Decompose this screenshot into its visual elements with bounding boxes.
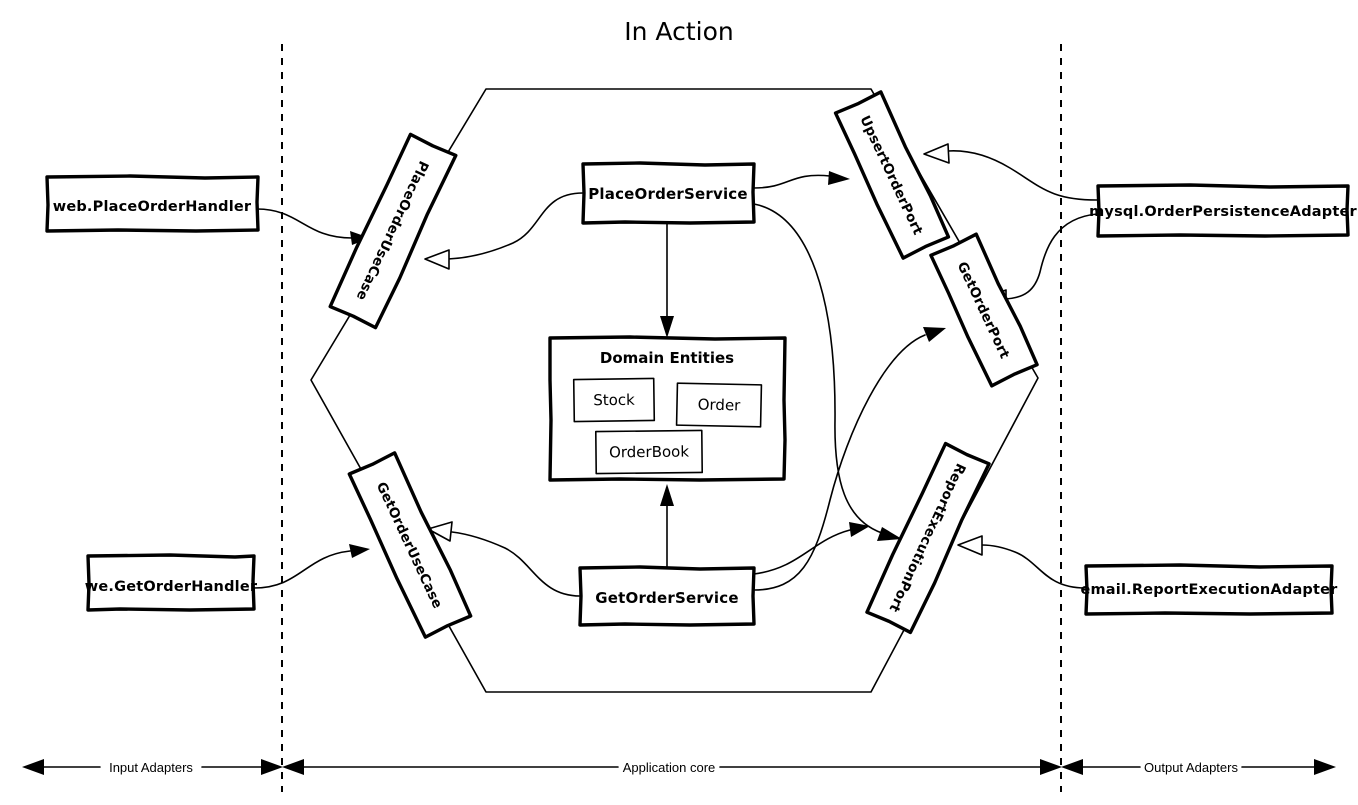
edge-get-service-to-domain-entities — [660, 484, 674, 573]
output-port-get-order-port[interactable]: GetOrderPort — [929, 232, 1039, 388]
output-adapter-label: mysql.OrderPersistenceAdapter — [1089, 204, 1357, 220]
service-label: PlaceOrderService — [588, 185, 748, 203]
entity-orderbook[interactable]: OrderBook — [594, 429, 704, 475]
entity-stock[interactable]: Stock — [572, 377, 656, 423]
zone-axis-output-adapters: Output Adapters — [1061, 759, 1336, 775]
edge-place-service-to-report-port — [753, 203, 902, 541]
edge-mysql-adapter-implements-upsert-port — [923, 143, 1098, 201]
output-port-upsert-order-port[interactable]: UpsertOrderPort — [833, 90, 951, 260]
output-adapter-email-report-execution[interactable]: email.ReportExecutionAdapter — [1080, 563, 1338, 616]
edge-place-service-to-upsert-port — [753, 171, 850, 189]
service-label: GetOrderService — [595, 589, 738, 607]
edge-get-service-to-report-port — [753, 522, 870, 575]
edge-place-service-implements-use-case — [424, 192, 584, 270]
zone-label: Application core — [623, 760, 716, 775]
edge-get-service-to-get-order-port — [753, 327, 946, 591]
edge-get-service-implements-use-case — [427, 521, 581, 597]
entity-label: Stock — [593, 391, 635, 410]
output-adapter-mysql-order-persistence[interactable]: mysql.OrderPersistenceAdapter — [1089, 183, 1357, 238]
edge-web-handler-to-place-use-case — [256, 208, 370, 245]
entity-label: OrderBook — [609, 443, 689, 462]
page-title: In Action — [624, 17, 733, 46]
input-adapter-we-get-order-handler[interactable]: we.GetOrderHandler — [85, 553, 258, 612]
domain-entities-heading: Domain Entities — [600, 349, 734, 367]
output-adapter-label: email.ReportExecutionAdapter — [1080, 582, 1338, 598]
zone-axis-input-adapters: Input Adapters — [22, 759, 283, 775]
input-adapter-label: we.GetOrderHandler — [85, 579, 258, 595]
edge-place-service-to-domain-entities — [660, 221, 674, 338]
zone-axis-application-core: Application core — [282, 759, 1062, 775]
service-place-order-service[interactable]: PlaceOrderService — [581, 161, 756, 225]
edge-we-handler-to-get-use-case — [253, 544, 370, 589]
zone-label: Input Adapters — [109, 760, 193, 775]
domain-entities-group: Domain Entities Stock Order OrderBook — [548, 335, 787, 482]
entity-label: Order — [697, 396, 741, 415]
input-adapter-label: web.PlaceOrderHandler — [53, 199, 252, 215]
input-port-place-order-use-case[interactable]: PlaceOrderUseCase — [328, 132, 458, 330]
entity-order[interactable]: Order — [675, 382, 763, 428]
service-get-order-service[interactable]: GetOrderService — [578, 565, 756, 627]
input-adapter-web-place-order-handler[interactable]: web.PlaceOrderHandler — [45, 174, 260, 233]
hexagon-core-outline — [310, 88, 1039, 693]
zone-label: Output Adapters — [1144, 760, 1238, 775]
edge-email-adapter-implements-report-port — [957, 535, 1086, 589]
input-port-get-order-use-case[interactable]: GetOrderUseCase — [347, 451, 473, 639]
